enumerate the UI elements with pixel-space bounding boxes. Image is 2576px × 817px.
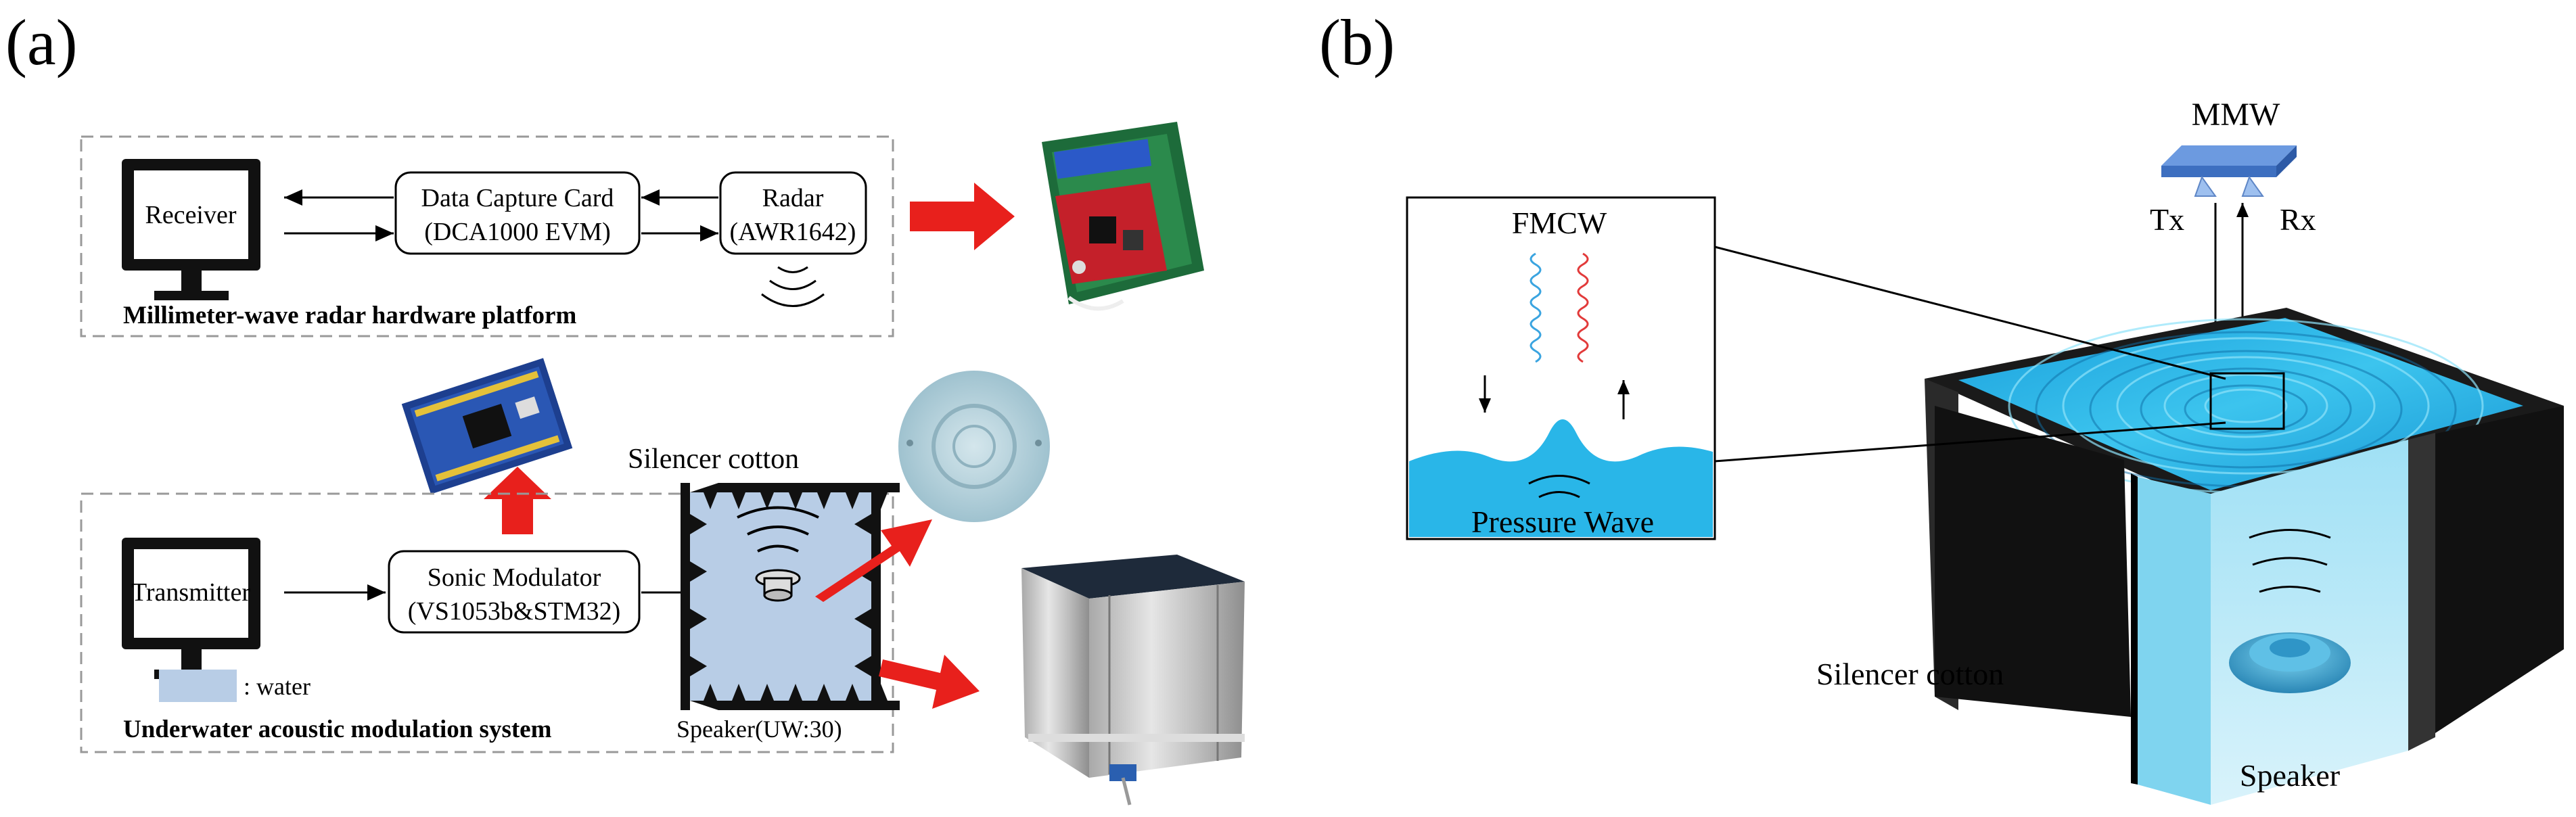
sonic-modulator-line2: (VS1053b&STM32) (408, 597, 621, 626)
transmitter-monitor-icon (122, 538, 260, 679)
radar-platform-box (80, 135, 894, 337)
speaker-wave-icon (737, 506, 819, 553)
radar-box (719, 171, 867, 255)
receiver-label: Receiver (145, 201, 236, 229)
red-arrow-to-tank (879, 655, 980, 709)
pressure-wave-label: Pressure Wave (1471, 505, 1654, 539)
modulation-system-caption: Underwater acoustic modulation system (123, 716, 552, 743)
panel-b-label: (b) (1319, 6, 1395, 78)
receiver-monitor-icon (122, 159, 260, 300)
red-arrow-to-speaker-disc (815, 519, 932, 602)
radar-platform-caption: Millimeter-wave radar hardware platform (123, 302, 576, 329)
panel-a-label: (a) (5, 6, 78, 78)
speaker-disc-image (898, 371, 1050, 522)
radar-board-image (1042, 122, 1204, 311)
capture-card-line1: Data Capture Card (421, 184, 614, 212)
zoom-line-bottom (1714, 421, 2226, 463)
speaker-label-b: Speaker (2240, 758, 2340, 793)
speaker-label-a: Speaker(UW:30) (676, 716, 842, 743)
fmcw-label: FMCW (1512, 206, 1607, 240)
zoom-region (2209, 372, 2285, 430)
silencer-cotton-label-b: Silencer cotton (1816, 657, 2004, 691)
modulator-board-image (401, 358, 573, 494)
silencer-cotton-label-a: Silencer cotton (628, 444, 799, 475)
fmcw-inset (1406, 196, 1716, 540)
modulation-system-box (80, 492, 894, 753)
water-legend-text: : water (244, 673, 310, 700)
radar-signal-icon (761, 266, 825, 307)
radar-line1: Radar (762, 184, 824, 212)
steel-tank-image (1021, 555, 1245, 806)
speaker-icon-a (755, 569, 801, 602)
tank-3d (1925, 308, 2564, 805)
sonic-modulator-line1: Sonic Modulator (428, 563, 601, 592)
zoom-line-top (1714, 246, 2226, 380)
water-legend-swatch (159, 670, 237, 702)
mmw-radar-icon (2161, 145, 2297, 197)
rx-label: Rx (2280, 202, 2316, 237)
red-arrow-to-radar-board (910, 183, 1015, 250)
tx-label: Tx (2150, 202, 2184, 237)
radar-line2: (AWR1642) (730, 218, 856, 246)
mmw-label: MMW (2192, 97, 2280, 133)
capture-card-box (394, 171, 641, 255)
sonic-modulator-box (388, 550, 641, 634)
transmitter-label: Transmitter (131, 578, 250, 607)
capture-card-line2: (DCA1000 EVM) (424, 218, 610, 246)
red-arrow-to-modulator-board (484, 467, 551, 534)
